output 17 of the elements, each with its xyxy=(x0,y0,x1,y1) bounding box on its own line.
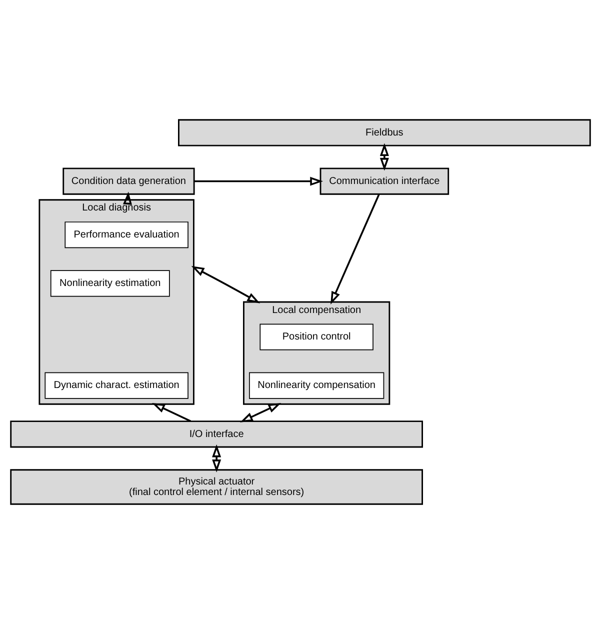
node-box: Position control xyxy=(260,323,374,350)
node-box: Performance evaluation xyxy=(64,221,188,248)
arrow xyxy=(123,191,132,204)
node-box: Nonlinearity compensation xyxy=(249,372,384,398)
arrow xyxy=(191,266,260,303)
node-box: Nonlinearity estimation xyxy=(50,270,170,296)
arrow xyxy=(330,194,380,304)
arrow xyxy=(380,142,389,170)
node-box: Dynamic charact. estimation xyxy=(44,372,188,398)
arrow xyxy=(240,402,282,422)
node-box: I/O interface xyxy=(10,420,423,448)
arrow xyxy=(194,176,324,186)
node-box: Physical actuator (final control element / internal sensors) xyxy=(10,468,423,504)
node-box: Communication interface xyxy=(320,167,450,194)
arrow xyxy=(212,444,222,472)
node-box: Fieldbus xyxy=(178,118,591,146)
node-box: Condition data generation xyxy=(62,167,195,194)
